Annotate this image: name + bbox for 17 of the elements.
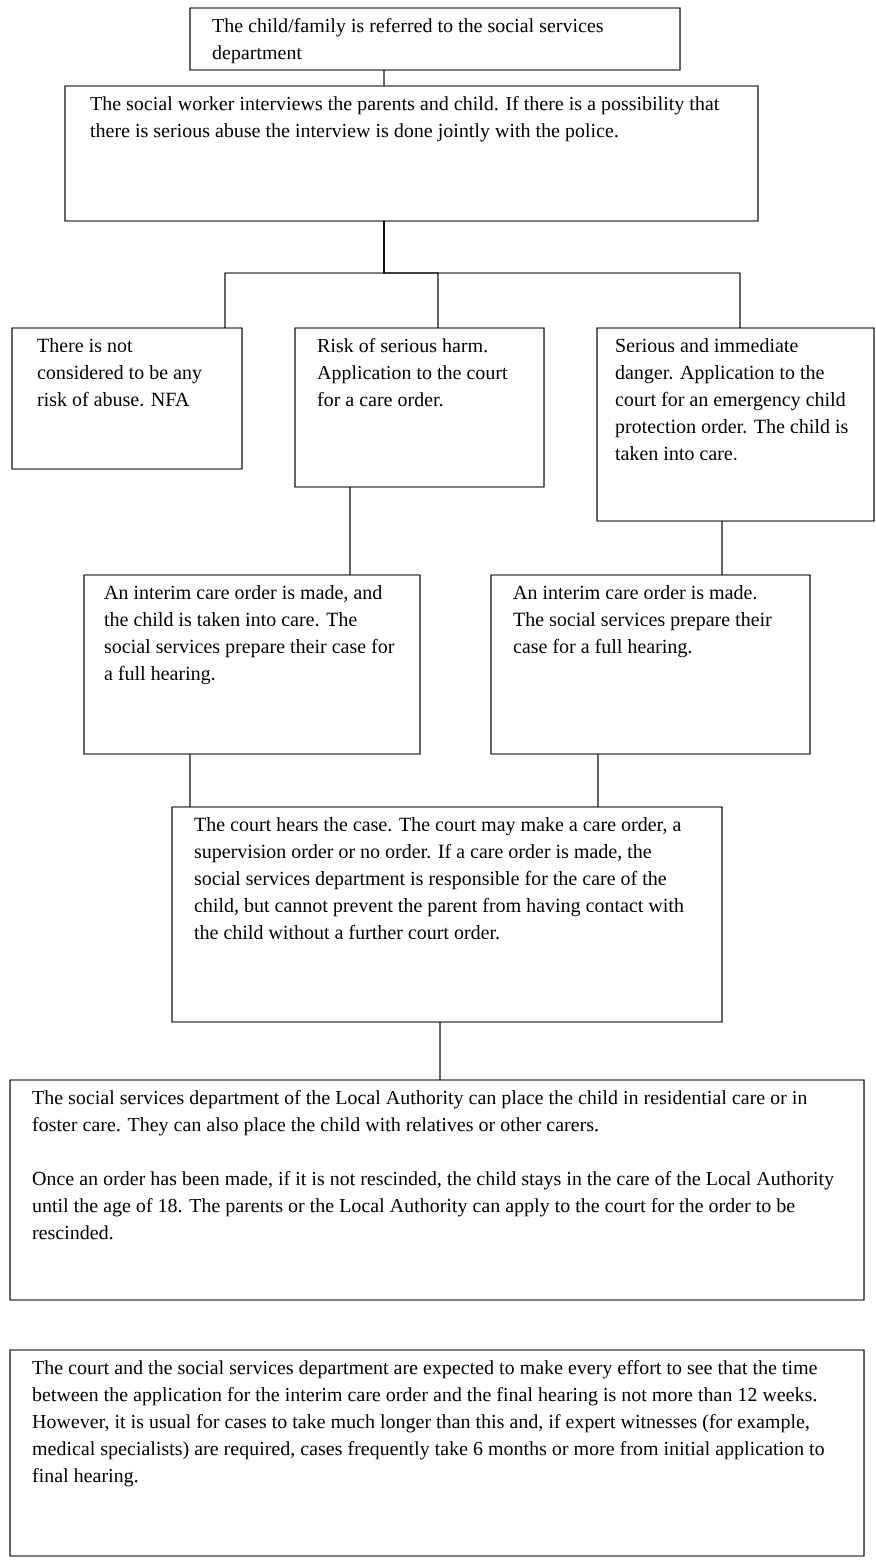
- process-box: The social services department of the Local Authority can place the child in residential care or in foster care. They can also place the child with relatives or other carers. Once an order has been made, if it is not rescinded, the child stays in the care of the Local Authority until the age of 18. The parents or the Local Authority can apply to the court for the order to be rescinded.: [9, 1079, 865, 1301]
- process-box: Serious and immediate danger. Application to the court for an emergency child protection order. The child is taken into care.: [596, 327, 875, 522]
- connector-line: [189, 753, 191, 808]
- connector-line: [439, 1021, 441, 1081]
- process-box: An interim care order is made. The social services prepare their case for a full hearing.: [490, 574, 811, 755]
- process-box: The court and the social services department are expected to make every effort to see that the time between the application for the interim care order and the final hearing is not more than 12 weeks. However, it is usual for cases to take much longer than this and, if expert witnesses (for example, medical specialists) are required, cases frequently take 6 months or more from initial application to final hearing.: [9, 1349, 865, 1557]
- process-box: An interim care order is made, and the child is taken into care. The social services prepare their case for a full hearing.: [83, 574, 421, 755]
- connector-line: [349, 486, 351, 576]
- process-box: The social worker interviews the parents and child. If there is a possibility that there is serious abuse the interview is done jointly with the police.: [64, 85, 759, 222]
- connector-line: [383, 220, 741, 329]
- process-box: The child/family is referred to the social services department: [189, 7, 681, 71]
- connector-line: [597, 753, 599, 808]
- process-box: The court hears the case. The court may make a care order, a supervision order or no order. If a care order is made, the social services department is responsible for the care of the child, but cannot prevent the parent from having contact with the child without a further court order.: [171, 806, 723, 1023]
- process-box: There is not considered to be any risk of abuse. NFA: [11, 327, 243, 470]
- process-box: Risk of serious harm. Application to the court for a care order.: [294, 327, 545, 488]
- connector-line: [721, 520, 723, 576]
- connector-line: [383, 69, 385, 87]
